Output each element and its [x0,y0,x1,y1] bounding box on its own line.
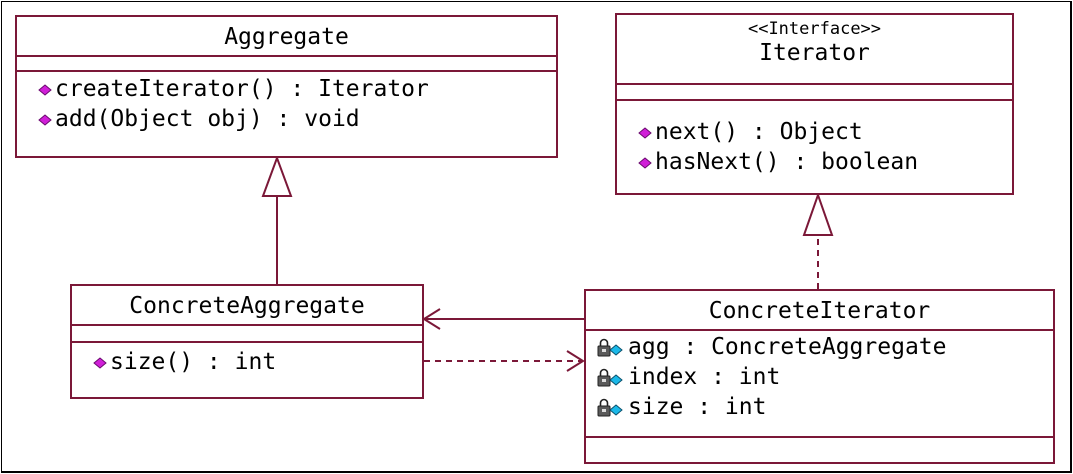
class-concrete-iterator[interactable]: ConcreteIterator agg : ConcreteAggregate [584,289,1055,464]
attribute-row[interactable]: agg : ConcreteAggregate [590,332,1053,362]
operation-text: next() : Object [655,119,863,145]
operations-compartment: size() : int [72,343,422,377]
attribute-text: agg : ConcreteAggregate [628,334,947,360]
attribute-text: index : int [628,364,781,390]
dependency-arrowhead [566,350,585,372]
attributes-compartment [17,57,556,72]
operation-text: add(Object obj) : void [55,106,360,132]
operation-text: createIterator() : Iterator [55,76,429,102]
attribute-text: size : int [628,394,767,420]
association-arrowhead [422,308,441,330]
operation-row[interactable]: add(Object obj) : void [37,104,556,134]
operation-row[interactable]: next() : Object [637,117,1012,147]
class-name: Iterator [759,40,870,66]
attributes-compartment [72,326,422,343]
class-concrete-aggregate[interactable]: ConcreteAggregate size() : int [70,284,424,399]
operation-row[interactable]: hasNext() : boolean [637,147,1012,177]
operation-row[interactable]: createIterator() : Iterator [37,74,556,104]
public-operation-icon [92,353,110,371]
attributes-compartment [617,85,1012,101]
operation-text: hasNext() : boolean [655,149,919,175]
realization-arrowhead [802,191,834,236]
class-name: ConcreteAggregate [129,293,365,319]
class-header: ConcreteIterator [586,291,1053,331]
class-header: Aggregate [17,17,556,57]
public-operation-icon [37,110,55,128]
operations-compartment: createIterator() : Iterator add(Object o… [17,72,556,134]
class-name: Aggregate [224,24,349,50]
generalization-arrowhead [261,155,293,197]
class-header: <<Interface>> Iterator [617,15,1012,85]
operations-compartment: next() : Object hasNext() : boolean [617,101,1012,177]
private-attribute-icon [596,338,628,357]
attributes-compartment: agg : ConcreteAggregate index : int [586,331,1053,438]
private-attribute-icon [596,398,628,417]
class-iterator[interactable]: <<Interface>> Iterator next() : Object h… [615,13,1014,195]
private-attribute-icon [596,368,628,387]
class-aggregate[interactable]: Aggregate createIterator() : Iterator ad… [15,15,558,158]
attribute-row[interactable]: size : int [590,392,1053,422]
public-operation-icon [637,123,655,141]
class-stereotype: <<Interface>> [747,19,882,39]
operation-row[interactable]: size() : int [92,347,422,377]
operation-text: size() : int [110,349,277,375]
attribute-row[interactable]: index : int [590,362,1053,392]
public-operation-icon [37,80,55,98]
class-name: ConcreteIterator [708,298,931,324]
public-operation-icon [637,153,655,171]
class-header: ConcreteAggregate [72,286,422,326]
